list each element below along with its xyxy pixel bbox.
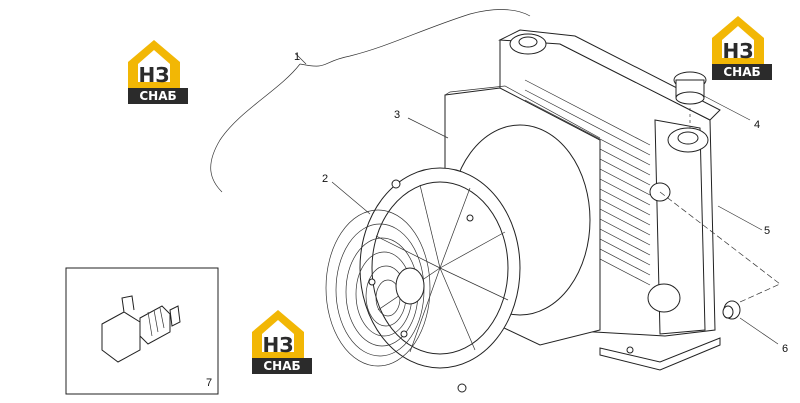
svg-text:СНАБ: СНАБ xyxy=(723,65,760,79)
sensor-inset xyxy=(65,267,219,395)
callout-7: 7 xyxy=(206,377,212,389)
svg-text:СНАБ: СНАБ xyxy=(139,89,176,103)
watermark-logo-top-right: НЗ СНАБ xyxy=(712,16,772,80)
callout-2: 2 xyxy=(322,173,328,185)
watermark-logo-top-left: НЗ СНАБ xyxy=(128,40,188,104)
svg-text:НЗ: НЗ xyxy=(139,63,170,87)
svg-text:НЗ: НЗ xyxy=(263,333,294,357)
callout-6: 6 xyxy=(782,343,788,355)
callout-3: 3 xyxy=(394,109,400,121)
callout-5: 5 xyxy=(764,225,770,237)
cable-harness xyxy=(210,9,531,193)
drain-plug xyxy=(659,191,781,320)
svg-text:НЗ: НЗ xyxy=(723,39,754,63)
watermark-logo-bottom: НЗ СНАБ xyxy=(252,310,312,374)
fan-with-guard xyxy=(325,167,521,393)
callout-1: 1 xyxy=(294,51,300,63)
svg-text:СНАБ: СНАБ xyxy=(263,359,300,373)
plug-fitting xyxy=(673,71,707,128)
callout-4: 4 xyxy=(754,119,760,131)
